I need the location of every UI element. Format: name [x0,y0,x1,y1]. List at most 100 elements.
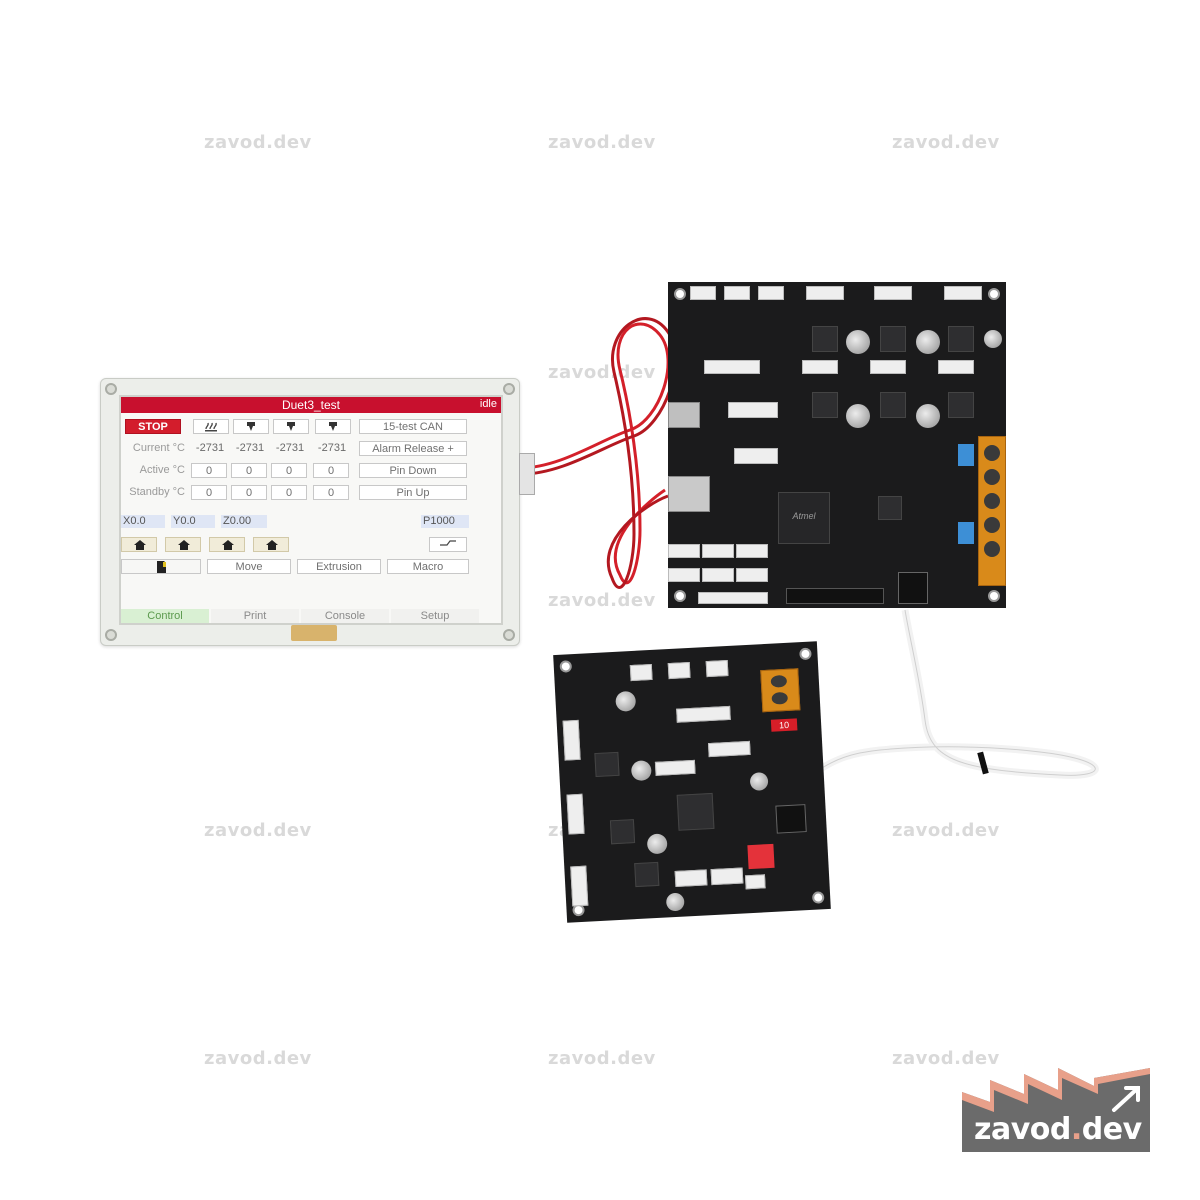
tool-button-3[interactable] [315,419,351,434]
active-temp-input[interactable]: 0 [191,463,227,478]
extrusion-button[interactable]: Extrusion [297,559,381,574]
screen-title-bar: Duet3_test idle [121,397,501,413]
can-button[interactable]: 15-test CAN [359,419,467,434]
connector [802,360,838,374]
macro-button[interactable]: Macro [387,559,469,574]
mount-hole [811,891,825,904]
standby-temp-input[interactable]: 0 [271,485,307,500]
connector [566,793,585,835]
home-x-button[interactable] [165,537,201,552]
connector [944,286,982,300]
rj11-port [898,572,928,604]
connector [698,592,768,604]
connector [736,568,768,582]
home-icon [222,540,234,550]
active-temp-input[interactable]: 0 [231,463,267,478]
watermark: zavod.dev [204,132,312,153]
dip-switch [747,843,775,870]
sd-card-button[interactable] [121,559,201,574]
connector [629,663,653,682]
probe-value: P1000 [421,515,469,528]
capacitor [984,330,1002,348]
tool-button-1[interactable] [233,419,269,434]
watermark: zavod.dev [548,362,656,383]
home-icon [266,540,278,550]
pin-up-button[interactable]: Pin Up [359,485,467,500]
watermark: zavod.dev [548,1048,656,1069]
touch-display: Duet3_test idle STOP 15-test CAN Current… [100,378,535,646]
alarm-release-button[interactable]: Alarm Release + [359,441,467,456]
sd-card-slot [668,402,700,428]
heater-button[interactable] [193,419,229,434]
fuse: 10 [770,718,798,732]
mount-hole [988,590,1000,602]
power-terminal-block [978,436,1006,586]
connector [654,759,696,776]
power-terminal-block [760,668,801,713]
standby-temp-input[interactable]: 0 [191,485,227,500]
tab-setup[interactable]: Setup [391,609,479,623]
move-button[interactable]: Move [207,559,291,574]
tab-control[interactable]: Control [121,609,209,623]
logo-text: zavod.dev [974,1112,1142,1147]
standby-temp-input[interactable]: 0 [231,485,267,500]
connector [702,568,734,582]
connector [736,544,768,558]
connector [702,544,734,558]
brand-logo: zavod.dev [962,1068,1150,1152]
stepper-driver-chip [594,751,620,778]
capacitor [846,404,870,428]
watermark: zavod.dev [892,820,1000,841]
ethernet-port [668,476,710,512]
bed-compensation-button[interactable] [429,537,467,552]
mainboard: Atmel [668,282,1006,608]
active-temp-input[interactable]: 0 [313,463,349,478]
connector [870,360,906,374]
home-z-button[interactable] [253,537,289,552]
rj11-port [775,804,807,834]
mount-hole [674,288,686,300]
connector [667,661,691,680]
watermark: zavod.dev [892,1048,1000,1069]
capacitor [916,330,940,354]
factory-logo-shape [962,1068,1150,1152]
home-y-button[interactable] [209,537,245,552]
standby-temp-input[interactable]: 0 [313,485,349,500]
connector [728,402,778,418]
tool-button-2[interactable] [273,419,309,434]
chip [878,496,902,520]
mount-hole [988,288,1000,300]
screen-title: Duet3_test [281,398,341,412]
red-cable [519,322,670,585]
active-temp-input[interactable]: 0 [271,463,307,478]
mount-hole [105,629,117,641]
connector [668,568,700,582]
connector [758,286,784,300]
stepper-driver-chip [880,392,906,418]
home-all-button[interactable] [121,537,157,552]
capacitor [749,772,769,791]
home-icon [178,540,190,550]
expansion-board: 10 [553,641,831,923]
x-position: X0.0 [121,515,165,528]
pin-down-button[interactable]: Pin Down [359,463,467,478]
stepper-driver-chip [634,861,660,888]
stop-button[interactable]: STOP [125,419,181,434]
display-screen: Duet3_test idle STOP 15-test CAN Current… [119,395,503,625]
tab-print[interactable]: Print [211,609,299,623]
tab-console[interactable]: Console [301,609,389,623]
connector [707,740,751,758]
jumper [958,522,974,544]
mount-hole [559,660,573,673]
watermark: zavod.dev [548,590,656,611]
capacitor [615,690,637,712]
watermark: zavod.dev [204,820,312,841]
z-position: Z0.00 [221,515,267,528]
connector [704,360,760,374]
mount-hole [503,383,515,395]
white-cable [820,609,1099,779]
nozzle-icon [247,422,255,431]
sd-card-icon [157,561,166,573]
header-pins [786,588,884,604]
